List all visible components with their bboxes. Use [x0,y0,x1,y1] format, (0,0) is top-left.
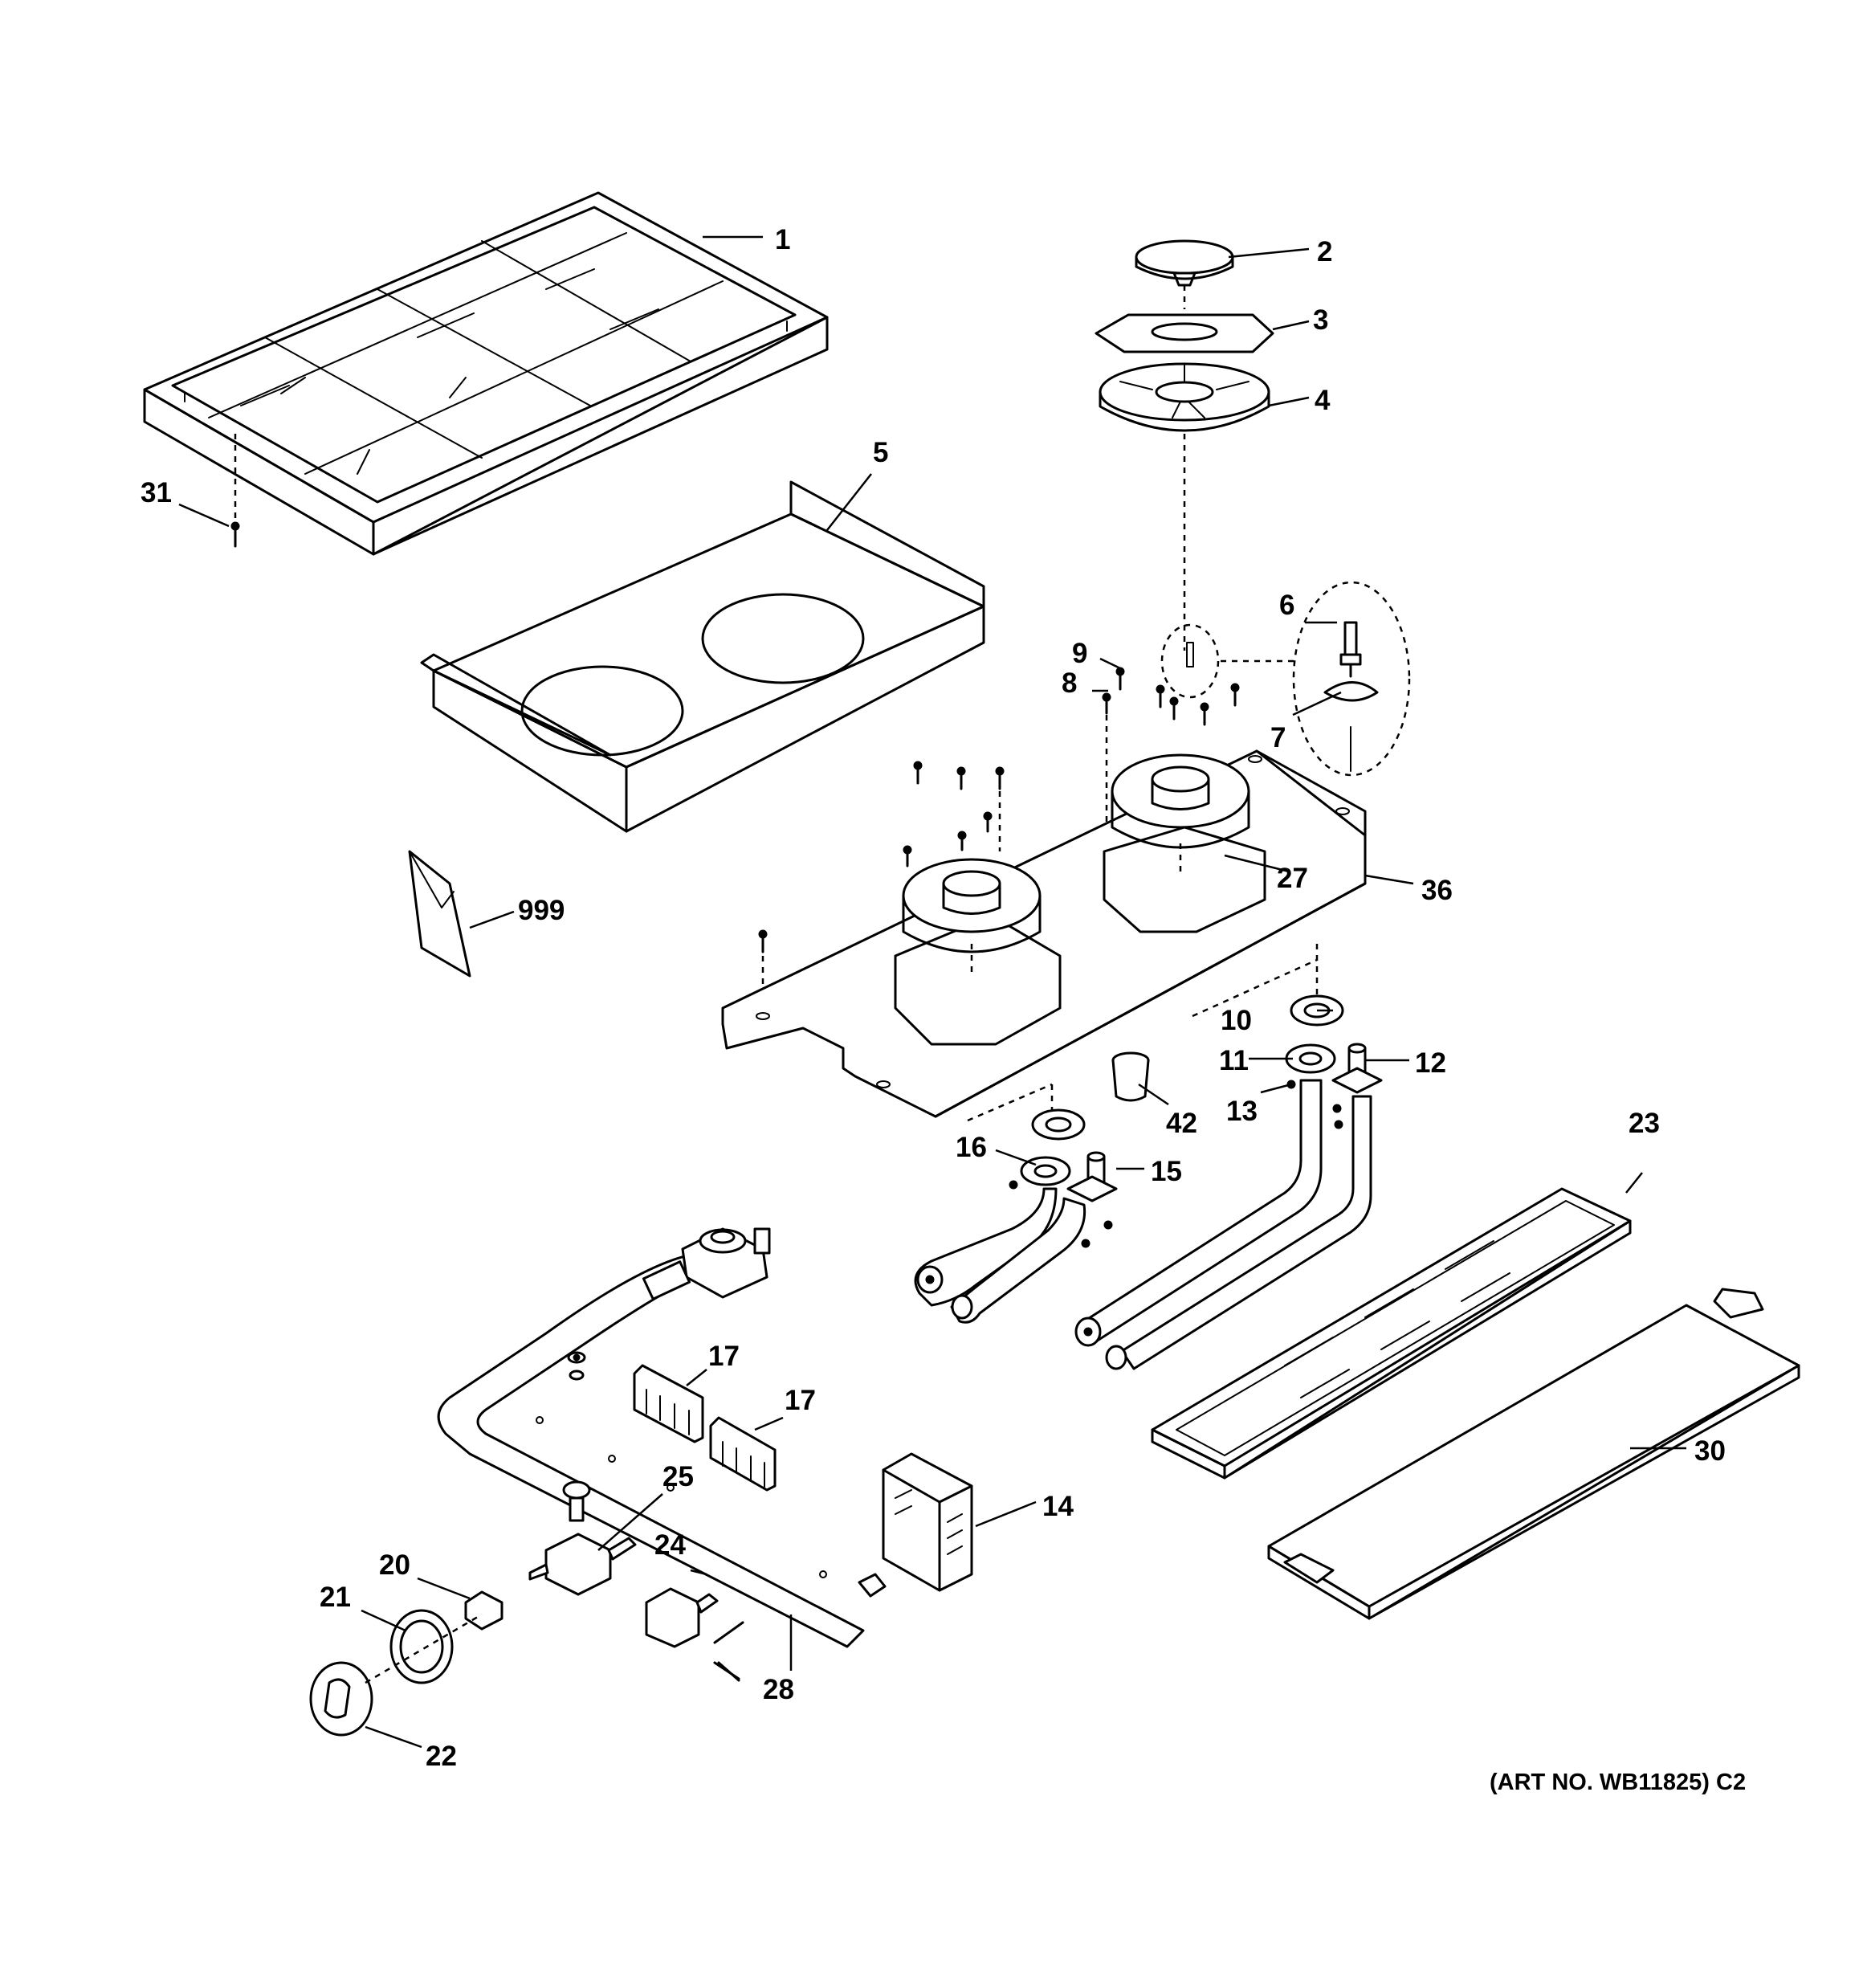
callout-7: 7 [1270,722,1286,753]
screws-group [758,667,1240,1076]
part-27-burner-base-left [894,858,1062,1046]
callout-999: 999 [518,895,565,926]
left-burner-tubes [914,1180,1113,1324]
part-17-terminal-block-a [633,1364,704,1443]
part-42-cup [1111,1051,1150,1102]
part-3-spreader-plate [1095,313,1274,353]
callout-3: 3 [1313,304,1328,336]
part-4-burner-head [1099,362,1270,432]
callout-36: 36 [1421,875,1453,906]
callout-17b: 17 [785,1385,816,1416]
igniter-detail-circle [1160,581,1411,777]
callout-21: 21 [320,1582,351,1613]
callout-4: 4 [1315,385,1331,416]
callout-31: 31 [141,477,172,508]
gasket-left-upper [1031,1108,1086,1141]
knob-dashed-axis [365,1613,483,1684]
part-36-burner-base [721,749,1367,1118]
callout-9: 9 [1072,638,1087,669]
callout-17a: 17 [708,1341,740,1372]
part-27-burner-base-right [1103,753,1266,933]
callout-25: 25 [662,1461,694,1492]
left-dashed-guide-b [967,1083,1053,1122]
part-7-igniter-clip [1323,681,1379,772]
callout-11: 11 [1219,1045,1249,1076]
part-23-grate [1151,1187,1632,1480]
art-number: (ART NO. WB11825) C2 [1490,1770,1746,1795]
callout-15: 15 [1151,1156,1182,1187]
grommet [567,1351,586,1381]
callout-12: 12 [1415,1047,1446,1079]
part-20-knob-adapter [464,1590,503,1631]
part-22-knob [309,1661,373,1737]
part-14-spark-module [882,1452,973,1592]
callout-24: 24 [654,1529,686,1561]
callout-8: 8 [1062,667,1077,699]
callout-14: 14 [1042,1491,1074,1522]
part-1-grate [143,191,829,556]
callout-13: 13 [1226,1096,1258,1127]
callout-6: 6 [1279,590,1294,621]
part-2-burner-cap [1135,239,1234,287]
right-dashed-guide-b [1192,958,1318,1018]
callout-10: 10 [1221,1005,1252,1036]
part-31-screw [230,521,240,548]
part-8-screw [1102,692,1111,715]
callout-20: 20 [379,1549,410,1581]
callout-23: 23 [1629,1108,1660,1139]
part-12-bracket [1331,1043,1383,1094]
part-28-manifold [437,1251,887,1648]
callout-2: 2 [1317,236,1332,267]
leader-lines [178,235,1686,1749]
part-25-valve [528,1480,637,1596]
part-13-nut [1286,1080,1343,1129]
part-24-switch [645,1587,744,1682]
part-6-igniter [1339,621,1362,678]
part-30-panel [1267,1288,1800,1620]
callout-30: 30 [1694,1435,1726,1467]
part-15-bracket [1066,1151,1118,1202]
callout-27: 27 [1277,863,1308,894]
callout-5: 5 [873,437,888,468]
pressure-regulator [642,1227,771,1300]
part-21-bezel [389,1609,454,1684]
callout-1: 1 [775,224,790,255]
callout-16: 16 [956,1132,987,1163]
part-5-burner-box [420,480,985,833]
callout-labels: 1 2 3 4 5 6 7 8 9 10 11 12 13 14 15 16 1… [141,224,1726,1772]
part-17-terminal-block-b [709,1416,777,1492]
callout-28: 28 [763,1674,794,1705]
part-11-gasket [1285,1043,1336,1074]
part-999-literature [408,850,471,978]
callout-22: 22 [426,1741,457,1772]
part-9-screw [1115,667,1125,691]
right-burner-tubes [1074,1079,1372,1370]
callout-42: 42 [1166,1108,1197,1139]
